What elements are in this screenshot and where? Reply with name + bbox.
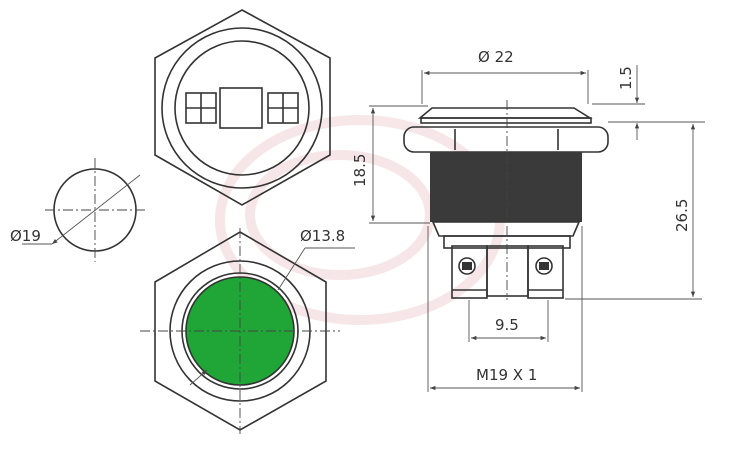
panel-cutout-view: Ø19	[10, 158, 145, 262]
total-height-label: 26.5	[673, 199, 691, 232]
terminal-spacing-label: 9.5	[495, 316, 519, 334]
front-view: Ø13.8	[140, 227, 355, 434]
dimension-lines: Ø 22 1.5 18.5 26.5 9.5 M19 X 1	[351, 48, 705, 392]
top-view	[154, 9, 331, 206]
terminal-right-side	[527, 245, 564, 299]
side-view	[403, 100, 609, 300]
small-circle-diameter-label: Ø19	[10, 227, 41, 245]
terminal-left-side	[451, 245, 488, 299]
threaded-body	[430, 152, 582, 222]
thread-length-label: 18.5	[351, 154, 369, 187]
cap-diameter-label: Ø 22	[478, 48, 514, 66]
terminal-right	[267, 92, 299, 124]
cap-height-label: 1.5	[617, 66, 635, 90]
terminal-left	[185, 92, 217, 124]
thread-spec-label: M19 X 1	[476, 366, 537, 384]
lens-diameter-label: Ø13.8	[300, 227, 345, 245]
